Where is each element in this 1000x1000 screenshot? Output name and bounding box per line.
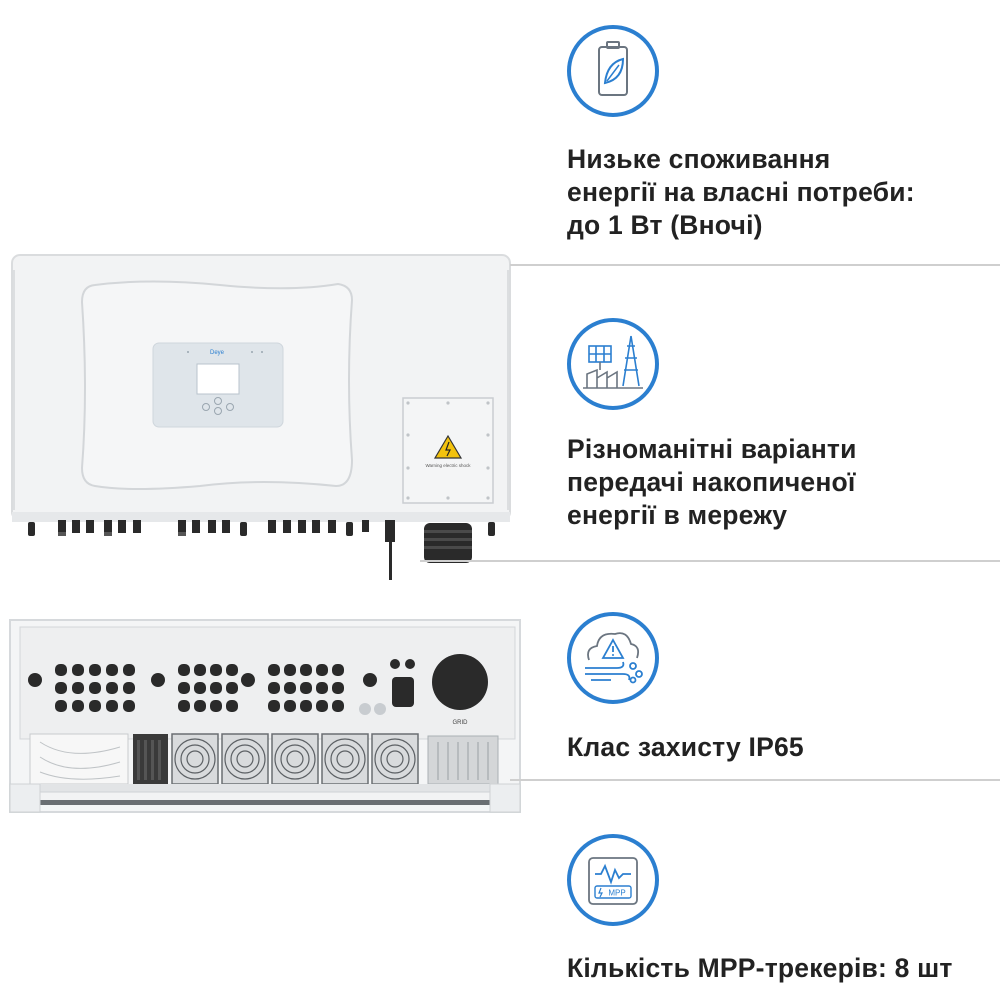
brand-logo: Deye: [210, 350, 225, 356]
grid-label: GRID: [453, 720, 469, 726]
inverter-front-image: Deye Warning electric shock: [11, 254, 511, 580]
divider: [510, 264, 1000, 266]
battery-leaf-icon: [567, 25, 659, 117]
feature-grid-options-text: Різноманітні варіанти передачі накопичен…: [567, 434, 857, 530]
feature-ip65-text: Клас захисту IP65: [567, 732, 804, 762]
feature-low-consumption-text: Низьке споживання енергії на власні потр…: [567, 144, 915, 240]
feature-mpp-trackers-text: Кількість MPP-трекерів: 8 шт: [567, 953, 953, 983]
inverter-bottom-image: GRID: [9, 619, 521, 813]
solar-grid-icon: [567, 318, 659, 410]
mpp-tracker-icon: MPP: [567, 834, 659, 926]
warning-label: Warning electric shock: [425, 463, 471, 468]
mpp-badge-label: MPP: [608, 889, 625, 898]
divider: [420, 560, 1000, 562]
weather-warning-icon: [567, 612, 659, 704]
divider: [510, 779, 1000, 781]
